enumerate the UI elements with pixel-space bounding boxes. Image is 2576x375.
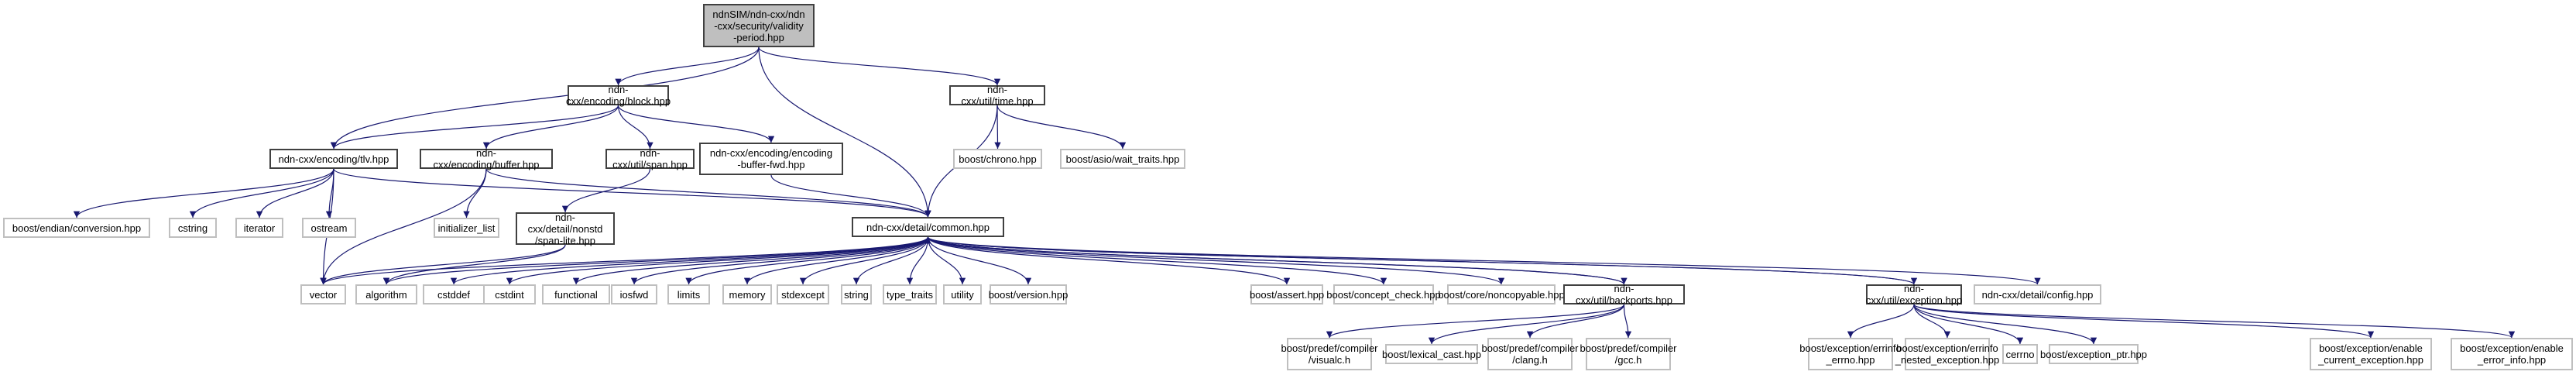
edge-common-to-memory bbox=[743, 236, 929, 285]
edge-common-to-functional bbox=[572, 236, 929, 285]
node-iosfwd: iosfwd bbox=[611, 284, 657, 304]
edge-spanlite-to-vector bbox=[320, 244, 566, 285]
edge-backports-to-clang bbox=[1526, 304, 1625, 339]
node-functional: functional bbox=[542, 284, 610, 304]
edge-root-to-time bbox=[758, 46, 1001, 86]
node-boost-predef-visualc: boost/predef/compiler /visualc.h bbox=[1281, 338, 1378, 370]
edge-block-to-span bbox=[617, 105, 653, 150]
node-encoding-buffer[interactable]: ndn-cxx/encoding/buffer.hpp bbox=[420, 147, 553, 170]
edge-root-to-tlv bbox=[330, 46, 760, 150]
node-boost-version: boost/version.hpp bbox=[989, 284, 1068, 304]
edge-common-to-utility bbox=[927, 236, 966, 285]
node-initializer-list: initializer_list bbox=[434, 218, 499, 238]
edge-common-to-vector bbox=[320, 236, 929, 285]
node-vector: vector bbox=[300, 284, 346, 304]
edge-exception-to-cerrno bbox=[1913, 304, 2024, 345]
node-stdexcept: stdexcept bbox=[777, 284, 829, 304]
edge-backports-to-gcc bbox=[1623, 304, 1632, 339]
node-boost-concept-check: boost/concept_check.hpp bbox=[1326, 284, 1441, 304]
node-boost-noncopyable: boost/core/noncopyable.hpp bbox=[1438, 284, 1565, 304]
node-util-time[interactable]: ndn-cxx/util/time.hpp bbox=[949, 84, 1045, 107]
edge-time-to-waittraits bbox=[996, 105, 1127, 150]
node-boost-chrono: boost/chrono.hpp bbox=[953, 149, 1042, 169]
node-encoding-tlv[interactable]: ndn-cxx/encoding/tlv.hpp bbox=[269, 149, 398, 169]
node-encoding-buffer-fwd[interactable]: ndn-cxx/encoding/encoding -buffer-fwd.hp… bbox=[699, 143, 843, 175]
edge-time-to-chrono bbox=[994, 105, 1001, 150]
node-string: string bbox=[841, 284, 872, 304]
node-utility: utility bbox=[943, 284, 982, 304]
edge-common-to-limits bbox=[685, 236, 929, 285]
edge-tlv-to-iterator bbox=[256, 168, 334, 218]
edge-common-to-cstdint bbox=[506, 236, 929, 285]
edge-root-to-common bbox=[758, 46, 931, 218]
edge-root-to-block bbox=[615, 46, 760, 86]
edge-buffer-to-initlist bbox=[463, 168, 487, 218]
node-ostream: ostream bbox=[302, 218, 356, 238]
edge-backports-to-visualc bbox=[1326, 304, 1625, 339]
edge-buffer-to-common bbox=[485, 168, 931, 218]
node-root-validity-period: ndnSIM/ndn-cxx/ndn -cxx/security/validit… bbox=[703, 4, 815, 47]
node-cstddef: cstddef bbox=[423, 284, 485, 304]
node-boost-enable-current-exception: boost/exception/enable _current_exceptio… bbox=[2310, 338, 2432, 370]
edge-common-to-algorithm bbox=[382, 236, 929, 285]
node-cerrno: cerrno bbox=[2002, 344, 2038, 364]
node-boost-lexical-cast: boost/lexical_cast.hpp bbox=[1382, 344, 1481, 364]
edge-exception-to-errinfonested bbox=[1913, 304, 1951, 339]
node-detail-config: ndn-cxx/detail/config.hpp bbox=[1974, 284, 2101, 304]
edge-spanlite-to-algorithm bbox=[382, 244, 566, 285]
node-cstdint: cstdint bbox=[483, 284, 536, 304]
node-boost-errinfo-errno: boost/exception/errinfo _errno.hpp bbox=[1799, 338, 1902, 370]
edge-block-to-ebfwd bbox=[617, 105, 775, 143]
edge-common-to-cstddef bbox=[450, 236, 929, 285]
edge-common-to-bversion bbox=[927, 236, 1032, 285]
edge-common-to-bconcept bbox=[927, 236, 1387, 285]
edge-exception-to-common bbox=[924, 236, 1915, 285]
edge-exception-to-enablecur bbox=[1913, 304, 2374, 339]
edge-backports-to-common bbox=[924, 236, 1625, 285]
edge-buffer-to-vector bbox=[320, 168, 487, 285]
node-span-lite[interactable]: ndn-cxx/detail/nonstd /span-lite.hpp bbox=[516, 212, 615, 246]
node-boost-assert: boost/assert.hpp bbox=[1250, 284, 1324, 304]
edge-common-to-iosfwd bbox=[630, 236, 929, 285]
edge-tlv-to-common bbox=[333, 168, 931, 218]
edge-backports-to-lexcast bbox=[1428, 304, 1625, 345]
edge-block-to-buffer bbox=[482, 105, 619, 150]
edge-tlv-to-endian bbox=[73, 168, 334, 218]
node-algorithm: algorithm bbox=[355, 284, 417, 304]
edge-exception-to-errinfoerrno bbox=[1847, 304, 1915, 339]
edge-common-to-stdexcept bbox=[799, 236, 929, 285]
node-util-span[interactable]: ndn-cxx/util/span.hpp bbox=[605, 147, 695, 170]
edge-common-to-config bbox=[927, 236, 2041, 285]
edge-tlv-to-cstring bbox=[189, 168, 334, 218]
node-util-exception[interactable]: ndn-cxx/util/exception.hpp bbox=[1865, 283, 1963, 306]
node-iterator: iterator bbox=[235, 218, 283, 238]
edge-span-to-spanlite bbox=[561, 168, 651, 213]
node-type-traits: type_traits bbox=[883, 284, 937, 304]
node-memory: memory bbox=[722, 284, 772, 304]
edge-common-to-string bbox=[852, 236, 929, 285]
node-boost-errinfo-nested-exception: boost/exception/errinfo _nested_exceptio… bbox=[1895, 338, 1999, 370]
node-boost-predef-gcc: boost/predef/compiler /gcc.h bbox=[1580, 338, 1677, 370]
node-boost-predef-clang: boost/predef/compiler /clang.h bbox=[1482, 338, 1579, 370]
node-util-backports[interactable]: ndn-cxx/util/backports.hpp bbox=[1563, 283, 1685, 306]
node-boost-enable-error-info: boost/exception/enable _error_info.hpp bbox=[2451, 338, 2573, 370]
node-detail-common[interactable]: ndn-cxx/detail/common.hpp bbox=[852, 217, 1004, 237]
edge-exception-to-enableerr bbox=[1913, 304, 2515, 339]
edge-common-to-bnoncopy bbox=[927, 236, 1504, 285]
node-limits: limits bbox=[667, 284, 710, 304]
node-cstring: cstring bbox=[169, 218, 217, 238]
edge-common-to-bassert bbox=[927, 236, 1291, 285]
edge-ebfwd-to-common bbox=[770, 174, 931, 218]
node-boost-asio-wait-traits: boost/asio/wait_traits.hpp bbox=[1060, 149, 1185, 169]
node-boost-exception-ptr: boost/exception_ptr.hpp bbox=[2040, 344, 2147, 364]
edge-block-to-tlv bbox=[330, 105, 619, 150]
node-boost-endian-conversion: boost/endian/conversion.hpp bbox=[3, 218, 150, 238]
node-encoding-block[interactable]: ndn-cxx/encoding/block.hpp bbox=[565, 84, 671, 107]
edge-exception-to-excptr bbox=[1913, 304, 2098, 345]
